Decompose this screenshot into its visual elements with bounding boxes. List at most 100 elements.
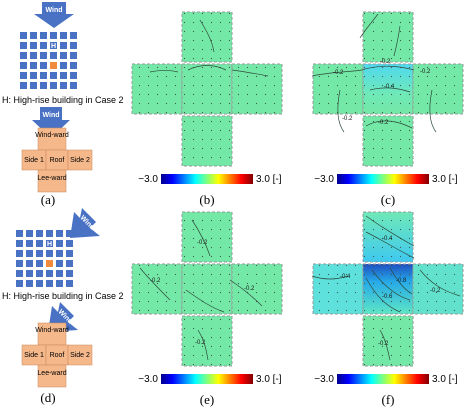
- panel-label-e: (e): [200, 392, 214, 407]
- building-block: [30, 72, 37, 79]
- face-layout: Wind-ward Side 1 Roof Side 2 Lee-ward: [21, 127, 93, 193]
- building-block: [66, 270, 73, 277]
- building-block: [16, 260, 23, 267]
- building-block: [36, 260, 43, 267]
- building-block: [30, 42, 37, 49]
- measurement-points: [363, 12, 413, 62]
- pressure-map-e: [131, 211, 283, 367]
- measurement-points: [363, 64, 413, 114]
- face-roof: Roof: [50, 352, 65, 359]
- measurement-points: [182, 316, 232, 366]
- colorbar-min-label: −3.0: [314, 174, 334, 185]
- building-block: [30, 62, 37, 69]
- building-block: [20, 52, 27, 59]
- building-block: [20, 42, 27, 49]
- colorbar-e: −3.0 3.0 [-] (e): [138, 374, 282, 407]
- schematic-d: Wind H H: High-rise building in Case 2 W…: [2, 208, 124, 405]
- contours-f: -0.4 -0.4 -0.2 -0.2 -0.6 -0.8: [311, 215, 461, 361]
- building-block: [70, 42, 77, 49]
- measurement-points: [363, 316, 413, 366]
- measurement-points: [182, 116, 232, 166]
- contours-b: [149, 19, 269, 77]
- building-block: [56, 270, 63, 277]
- building-block: [60, 32, 67, 39]
- panel-label-c: (c): [381, 192, 395, 207]
- building-block: [40, 62, 47, 69]
- face-windward: Wind-ward: [35, 132, 69, 139]
- pressure-map-f: [312, 211, 464, 367]
- wind-arrow-icon: [34, 2, 74, 28]
- building-block: [36, 230, 43, 237]
- colorbar-max-label: 3.0 [-]: [432, 174, 458, 185]
- colorbar-max-label: 3.0 [-]: [432, 374, 458, 385]
- building-block: [50, 32, 57, 39]
- building-block: [70, 52, 77, 59]
- face-side1: Side 1: [24, 157, 44, 164]
- building-block: [26, 230, 33, 237]
- building-block: [60, 82, 67, 89]
- contour-label: -0.2: [244, 286, 255, 292]
- building-block: [46, 270, 53, 277]
- measurement-points: [182, 212, 232, 262]
- contour-label: -0.6: [382, 294, 393, 300]
- building-block: [30, 52, 37, 59]
- building-block: [30, 32, 37, 39]
- building-block: [50, 72, 57, 79]
- building-block: [36, 250, 43, 257]
- building-block: [60, 62, 67, 69]
- pressure-map-c: [312, 11, 464, 167]
- measurement-points: [313, 264, 363, 314]
- colorbar-min-label: −3.0: [138, 374, 158, 385]
- contour-label: -0.4: [384, 84, 395, 90]
- building-block: [60, 42, 67, 49]
- building-block: [70, 72, 77, 79]
- measurement-points: [413, 64, 463, 114]
- building-block: [40, 52, 47, 59]
- building-block: [36, 240, 43, 247]
- contour-label: -0.2: [150, 278, 161, 284]
- building-block: [70, 62, 77, 69]
- building-block: [20, 32, 27, 39]
- wind-arrow-icon: [70, 208, 100, 238]
- contour-label: -0.2: [420, 69, 431, 75]
- building-block: [66, 230, 73, 237]
- building-block: [20, 62, 27, 69]
- colorbar-f: −3.0 3.0 [-] (f): [314, 374, 458, 407]
- contour-label: -0.2: [197, 240, 208, 246]
- building-block: [20, 82, 27, 89]
- measurement-points: [363, 116, 413, 166]
- building-block: [16, 240, 23, 247]
- schematic-a: Wind H H: High-rise building in Case 2 W…: [2, 2, 124, 207]
- building-block: [46, 240, 53, 247]
- building-grid: H: [16, 230, 73, 287]
- building-block: [26, 250, 33, 257]
- wind-arrow-icon: [32, 107, 70, 138]
- building-block: [56, 230, 63, 237]
- contour-label: -0.4: [340, 274, 351, 280]
- building-grid: H: [20, 32, 77, 89]
- face-side1: Side 1: [24, 352, 44, 359]
- building-block: [40, 42, 47, 49]
- building-block: [40, 82, 47, 89]
- face-leeward: Lee-ward: [37, 370, 66, 377]
- building-block: [50, 82, 57, 89]
- face-windward: Wind-ward: [35, 327, 69, 334]
- building-block: [56, 280, 63, 287]
- building-block: [70, 32, 77, 39]
- building-block: [50, 42, 57, 49]
- panel-label-d: (d): [40, 390, 55, 405]
- building-block: [16, 230, 23, 237]
- building-block: [20, 72, 27, 79]
- contour-label: -0.8: [396, 278, 407, 284]
- contour-label: -0.2: [342, 116, 353, 122]
- building-block: [66, 240, 73, 247]
- contour-label: -0.2: [380, 59, 391, 65]
- building-block: [60, 72, 67, 79]
- face-side2: Side 2: [70, 157, 90, 164]
- building-block: [50, 52, 57, 59]
- building-block: [16, 270, 23, 277]
- face-side2: Side 2: [70, 352, 90, 359]
- contour-label: -0.2: [333, 70, 344, 76]
- measurement-points: [182, 264, 232, 314]
